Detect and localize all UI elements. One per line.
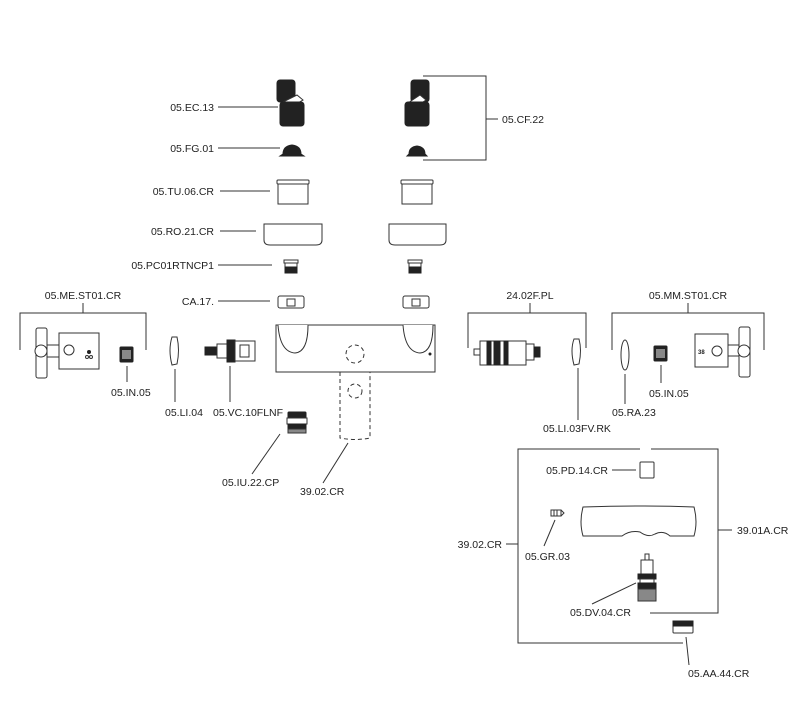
part-aa44 [672, 620, 694, 634]
label-pl2402: 24.02F.PL [506, 290, 553, 302]
label-pc01: 05.PC01RTNCP1 [131, 260, 214, 272]
part-iu22 [286, 411, 308, 434]
label-tu06: 05.TU.06.CR [153, 186, 215, 198]
part-tu06-right [400, 179, 434, 205]
label-aa44: 05.AA.44.CR [688, 668, 750, 680]
label-mest01: 05.ME.ST01.CR [45, 290, 122, 302]
label-ca17: CA.17. [182, 296, 214, 308]
label-li03: 05.LI.03FV.RK [543, 423, 611, 435]
part-in05-right [653, 345, 668, 362]
part-in05-left [119, 346, 134, 363]
label-mmst01: 05.MM.ST01.CR [649, 290, 728, 302]
label-body-3902: 39.02.CR [300, 486, 345, 498]
label-iu22: 05.IU.22.CP [222, 477, 279, 489]
part-li04 [169, 336, 179, 366]
label-ra23: 05.RA.23 [612, 407, 656, 419]
label-ro21: 05.RO.21.CR [151, 226, 214, 238]
label-ec13: 05.EC.13 [170, 102, 214, 114]
bracket-cf22 [423, 75, 487, 161]
part-ra23 [620, 339, 630, 371]
part-pc01-right [407, 259, 423, 274]
part-vc10 [204, 339, 256, 363]
part-gr03 [550, 509, 565, 517]
part-cf22-cap [405, 145, 429, 157]
bracket-pl2402 [467, 312, 587, 348]
label-vc10: 05.VC.10FLNF [213, 407, 283, 419]
label-in05-right: 05.IN.05 [649, 388, 689, 400]
leader-body [322, 442, 349, 484]
label-pd14: 05.PD.14.CR [546, 465, 608, 477]
label-cf22: 05.CF.22 [502, 114, 544, 126]
part-handle-right: 38 [694, 326, 751, 378]
label-gr03: 05.GR.03 [525, 551, 570, 563]
label-li04: 05.LI.04 [165, 407, 203, 419]
part-fg01 [278, 144, 306, 157]
label-box3901a: 39.01A.CR [737, 525, 789, 537]
part-cf22-spring [404, 79, 430, 127]
label-fg01: 05.FG.01 [170, 143, 214, 155]
part-tu06-left [276, 179, 310, 205]
part-spout [580, 505, 697, 537]
label-in05-left: 05.IN.05 [111, 387, 151, 399]
label-box3902: 39.02.CR [458, 539, 503, 551]
part-li03 [571, 338, 581, 366]
part-dv04 [637, 553, 657, 602]
part-ec13 [276, 79, 305, 127]
part-ca17-right [402, 295, 430, 309]
label-dv04: 05.DV.04.CR [570, 607, 631, 619]
handle-mark: 38 [698, 350, 705, 356]
part-ca17-left [277, 295, 305, 309]
part-ro21-left [263, 223, 323, 246]
part-handle-left [34, 327, 100, 379]
bracket-box3902 [517, 448, 683, 644]
part-pc01-left [283, 259, 299, 274]
part-pd14 [639, 461, 655, 479]
bracket-box3901a [650, 448, 719, 614]
part-body [275, 324, 436, 440]
part-cartridge [473, 340, 541, 366]
part-ro21-right [388, 223, 447, 246]
